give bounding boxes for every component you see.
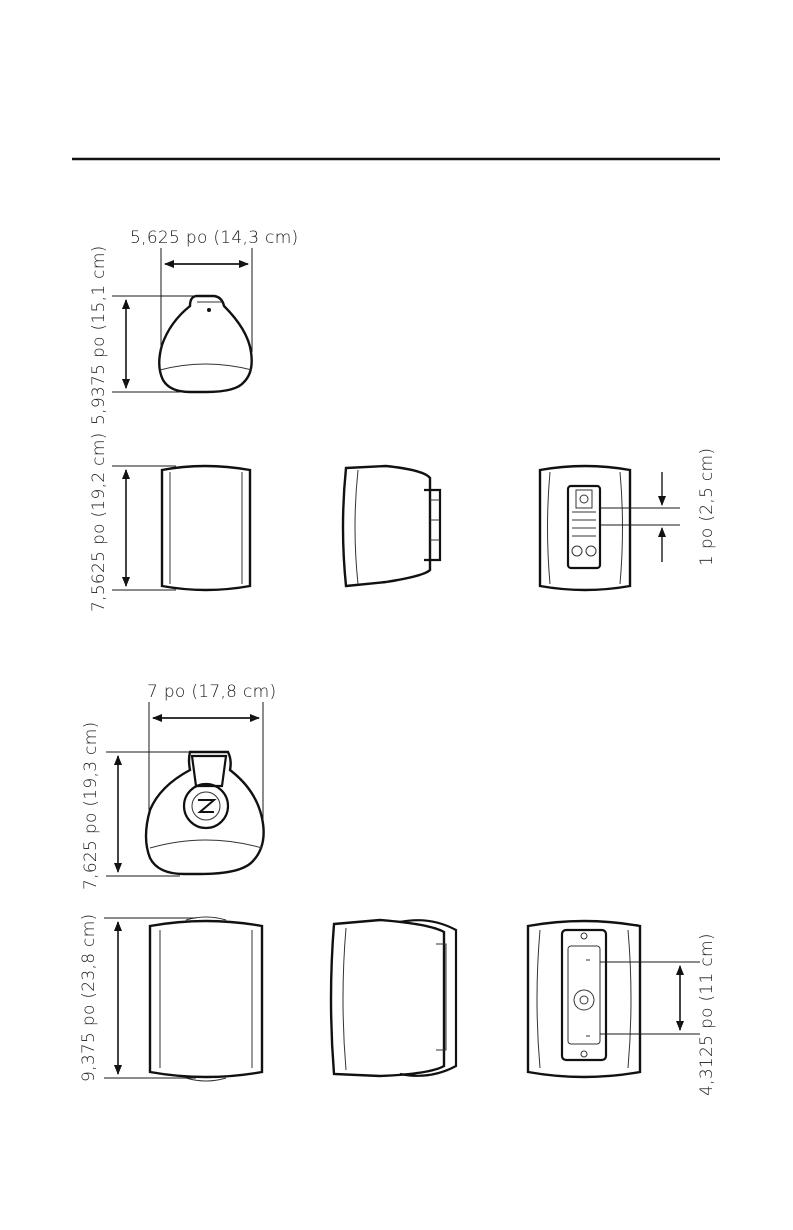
small-speaker-front-view xyxy=(162,466,250,590)
large-top-width-label: 7 po (17,8 cm) xyxy=(147,682,276,702)
small-speaker-top-view xyxy=(159,296,252,392)
large-speaker-side-view xyxy=(331,920,456,1076)
large-speaker-top-view xyxy=(146,752,264,874)
large-speaker-front-view xyxy=(150,917,262,1081)
small-top-depth-label: 5,9375 po (15,1 cm) xyxy=(89,245,109,425)
small-speaker-back-view xyxy=(540,466,630,590)
large-top-depth-label: 7,625 po (19,3 cm) xyxy=(81,722,101,891)
large-front-height-label: 9,375 po (23,8 cm) xyxy=(79,914,99,1083)
small-bracket-spacing-label: 1 po (2,5 cm) xyxy=(697,448,717,566)
large-speaker-back-view xyxy=(528,921,640,1077)
small-front-height-label: 7,5625 po (19,2 cm) xyxy=(89,432,109,612)
small-speaker-side-view xyxy=(343,466,440,586)
large-bracket-spacing-label: 4,3125 po (11 cm) xyxy=(697,933,717,1096)
small-top-width-label: 5,625 po (14,3 cm) xyxy=(130,228,299,248)
